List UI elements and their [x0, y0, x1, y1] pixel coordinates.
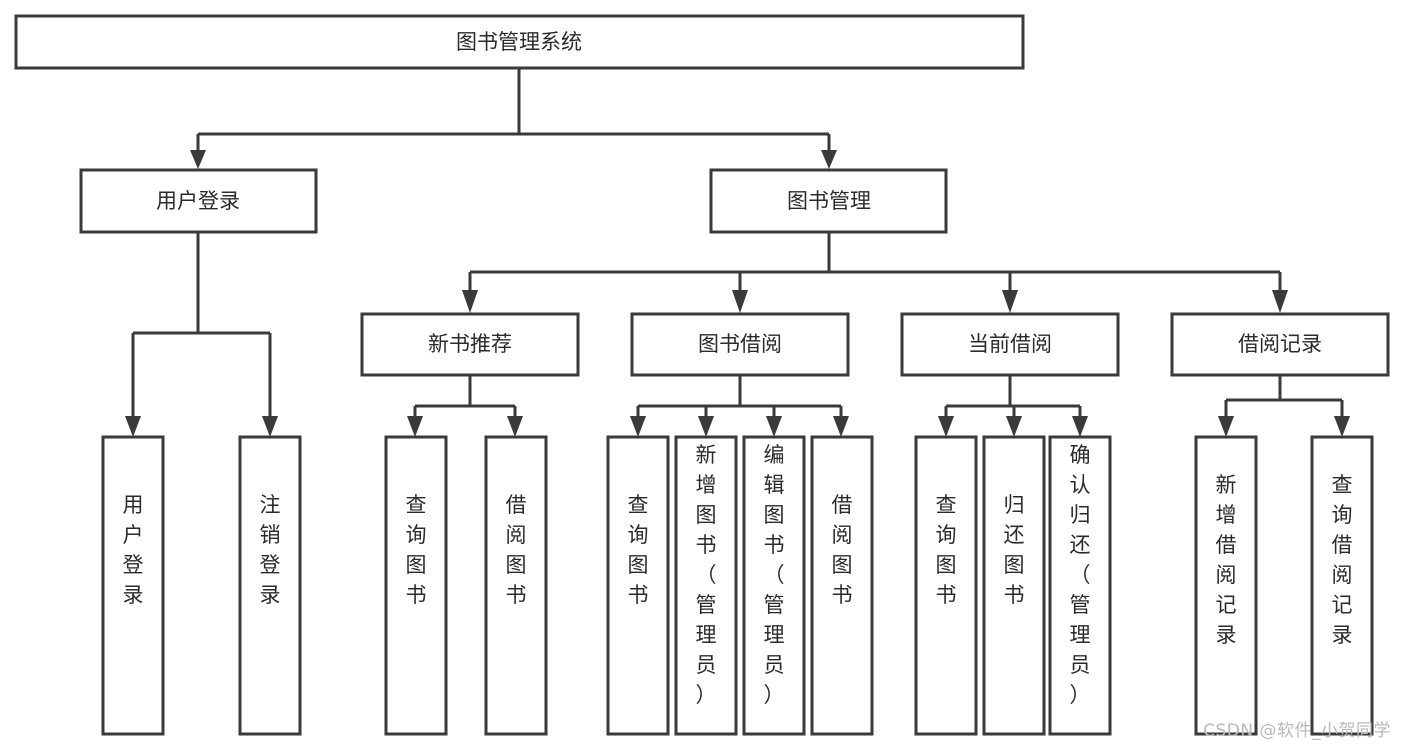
arrow-head-leaf-user-login: [125, 416, 141, 437]
node-new-book-rec[interactable]: 新书推荐: [360, 312, 580, 377]
arrow-head-leaf-return-book: [1006, 416, 1022, 437]
arrow-head-new-book-rec: [462, 290, 478, 313]
node-leaf-logout-label: 注销登录: [260, 493, 281, 607]
node-book-manage-box[interactable]: [709, 168, 948, 234]
node-current-borrow-label: 当前借阅: [968, 332, 1052, 356]
node-borrow-record-box[interactable]: [1170, 312, 1390, 377]
node-root-label: 图书管理系统: [456, 30, 582, 54]
node-leaf-borrow-book-2-label: 借阅图书: [832, 493, 853, 607]
node-leaf-add-book[interactable]: 新增图书（管理员）: [674, 435, 738, 736]
node-book-borrow-label: 图书借阅: [698, 332, 782, 356]
node-leaf-confirm-return-label: 确认归还（管理员）: [1070, 443, 1091, 707]
node-leaf-add-book-label: 新增图书（管理员）: [696, 443, 717, 707]
node-leaf-edit-book[interactable]: 编辑图书（管理员）: [742, 435, 806, 736]
arrow-head-leaf-logout: [262, 416, 278, 437]
node-user-login-label: 用户登录: [156, 189, 240, 213]
node-leaf-query-book-1-label: 查询图书: [406, 493, 427, 607]
node-leaf-query-book-1-box[interactable]: [384, 435, 448, 736]
node-leaf-borrow-book-2-box[interactable]: [810, 435, 874, 736]
node-leaf-borrow-book-1-label: 借阅图书: [506, 493, 527, 607]
node-new-book-rec-box[interactable]: [360, 312, 580, 377]
node-leaf-return-book[interactable]: 归还图书: [982, 435, 1046, 736]
node-leaf-query-book-3-label: 查询图书: [936, 493, 957, 607]
node-borrow-record[interactable]: 借阅记录: [1170, 312, 1390, 377]
node-leaf-borrow-book-1[interactable]: 借阅图书: [484, 435, 548, 736]
node-leaf-query-book-2-label: 查询图书: [628, 493, 649, 607]
node-leaf-return-book-box[interactable]: [982, 435, 1046, 736]
arrow-head-current-borrow: [1002, 290, 1018, 313]
node-leaf-query-book-3[interactable]: 查询图书: [914, 435, 978, 736]
node-leaf-query-book-2[interactable]: 查询图书: [606, 435, 670, 736]
arrow-head-leaf-confirm-return: [1072, 416, 1088, 437]
node-borrow-record-label: 借阅记录: [1238, 332, 1322, 356]
arrow-head-leaf-add-book: [698, 416, 714, 437]
arrow-head-leaf-query-book-2: [630, 416, 646, 437]
node-leaf-logout[interactable]: 注销登录: [238, 435, 302, 736]
arrow-head-book-manage: [821, 150, 837, 169]
arrow-head-user-login: [190, 150, 206, 169]
node-leaf-user-login[interactable]: 用户登录: [101, 435, 165, 736]
node-leaf-query-record-box[interactable]: [1310, 435, 1374, 736]
node-leaf-query-book-3-box[interactable]: [914, 435, 978, 736]
node-leaf-user-login-box[interactable]: [101, 435, 165, 736]
node-leaf-add-record[interactable]: 新增借阅记录: [1194, 435, 1258, 736]
node-leaf-edit-book-box[interactable]: [742, 435, 806, 736]
node-leaf-return-book-label: 归还图书: [1004, 493, 1025, 607]
node-new-book-rec-label: 新书推荐: [428, 332, 512, 356]
node-leaf-borrow-book-2[interactable]: 借阅图书: [810, 435, 874, 736]
node-user-login-box[interactable]: [79, 168, 318, 234]
node-current-borrow[interactable]: 当前借阅: [900, 312, 1120, 377]
node-root[interactable]: 图书管理系统: [14, 14, 1025, 70]
node-leaf-user-login-label: 用户登录: [123, 493, 144, 607]
node-leaf-confirm-return[interactable]: 确认归还（管理员）: [1048, 435, 1112, 736]
node-leaf-borrow-book-1-box[interactable]: [484, 435, 548, 736]
connector-group: [125, 68, 1350, 437]
arrow-head-borrow-record: [1272, 290, 1288, 313]
arrow-head-leaf-borrow-book-1: [507, 416, 523, 437]
arrow-head-leaf-query-record: [1334, 416, 1350, 437]
node-leaf-confirm-return-box[interactable]: [1048, 435, 1112, 736]
node-leaf-add-record-box[interactable]: [1194, 435, 1258, 736]
node-leaf-query-record[interactable]: 查询借阅记录: [1310, 435, 1374, 736]
node-leaf-edit-book-label: 编辑图书（管理员）: [764, 443, 785, 707]
node-book-manage[interactable]: 图书管理: [709, 168, 948, 234]
node-book-borrow[interactable]: 图书借阅: [630, 312, 850, 377]
node-leaf-query-book-2-box[interactable]: [606, 435, 670, 736]
node-book-manage-label: 图书管理: [787, 189, 871, 213]
node-leaf-add-record-label: 新增借阅记录: [1216, 473, 1237, 647]
arrow-head-leaf-add-record: [1218, 416, 1234, 437]
node-leaf-query-record-label: 查询借阅记录: [1332, 473, 1353, 647]
node-leaf-add-book-box[interactable]: [674, 435, 738, 736]
node-leaf-query-book-1[interactable]: 查询图书: [384, 435, 448, 736]
arrow-head-book-borrow: [732, 290, 748, 313]
arrow-head-leaf-query-book-1: [407, 416, 423, 437]
arrow-head-leaf-borrow-book-2: [833, 416, 849, 437]
node-current-borrow-box[interactable]: [900, 312, 1120, 377]
node-user-login[interactable]: 用户登录: [79, 168, 318, 234]
arrow-head-leaf-query-book-3: [938, 416, 954, 437]
csdn-watermark: CSDN @软件_小贺同学: [1203, 721, 1391, 741]
node-root-box[interactable]: [14, 14, 1025, 70]
node-book-borrow-box[interactable]: [630, 312, 850, 377]
node-leaf-logout-box[interactable]: [238, 435, 302, 736]
arrow-head-leaf-edit-book: [766, 416, 782, 437]
